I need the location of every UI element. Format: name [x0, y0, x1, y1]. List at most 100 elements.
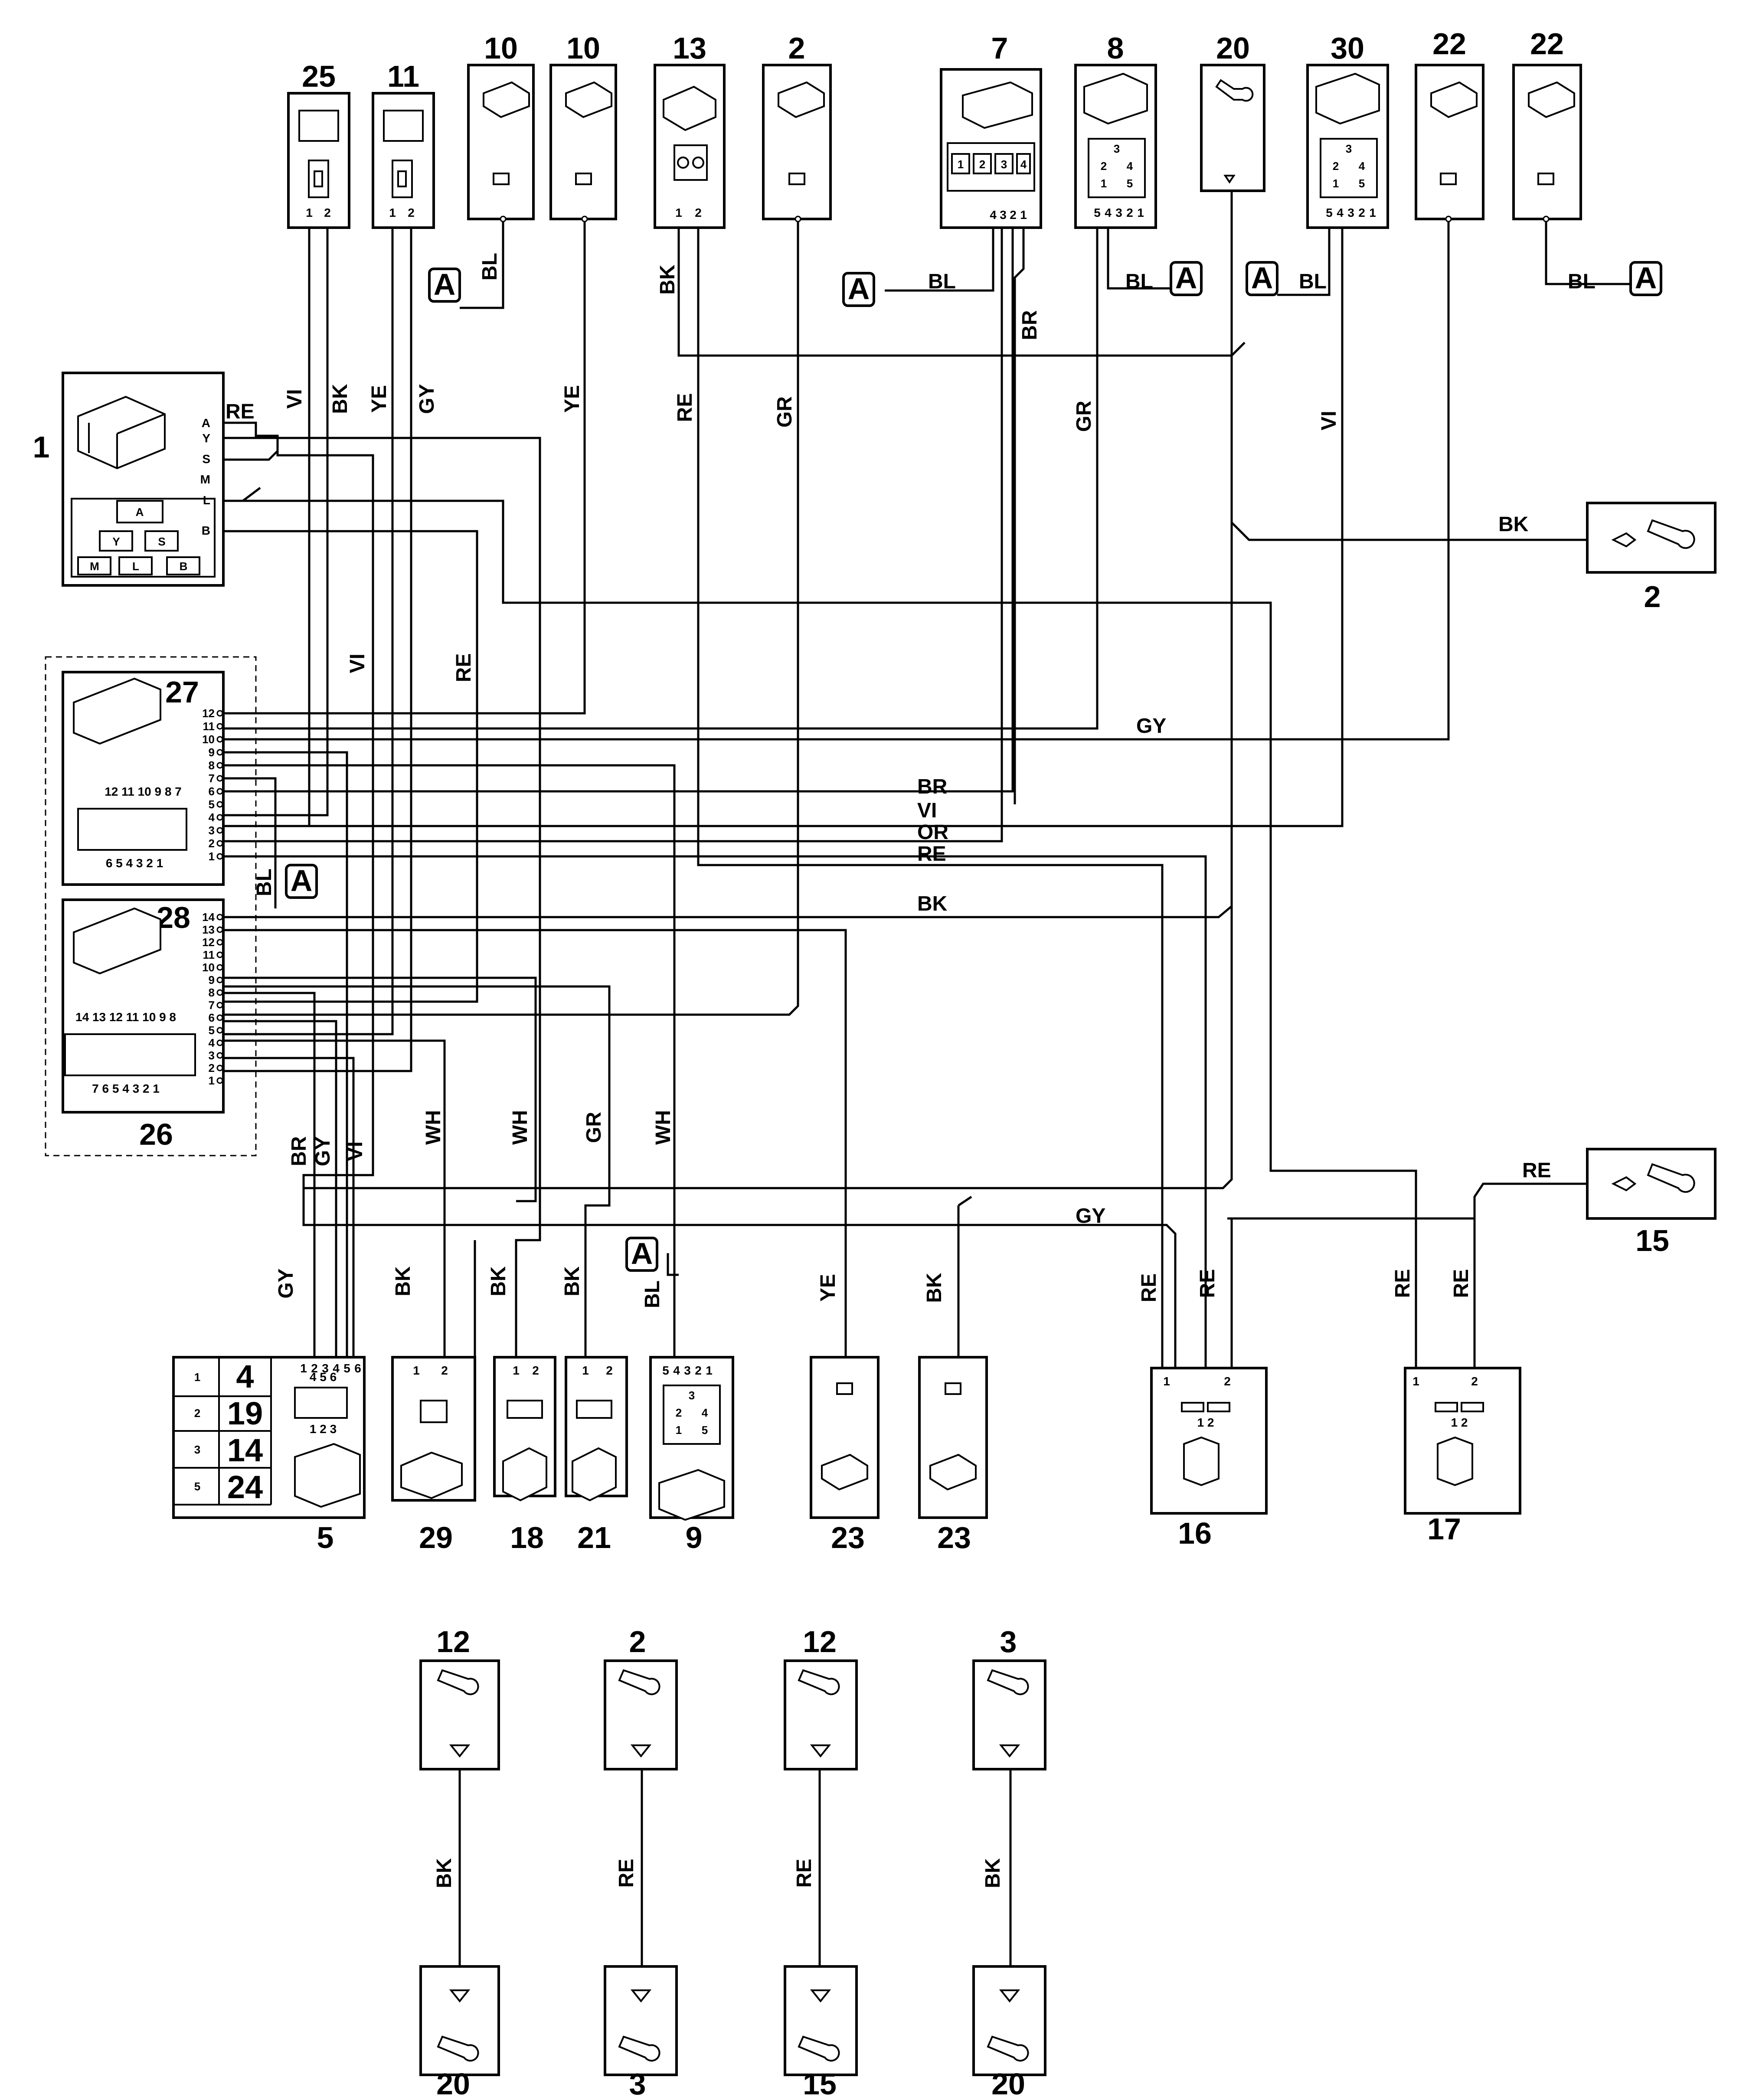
wire-label: GR: [1072, 401, 1095, 432]
pin-label: 8: [209, 759, 215, 772]
ground-bottom-box: [784, 1965, 858, 2076]
pin-label: 7: [209, 999, 215, 1012]
wire-28-4: [223, 1039, 446, 1357]
marker-a: [285, 864, 318, 899]
wire-label: RE: [615, 1859, 638, 1888]
wire-27-1: [223, 855, 1207, 1368]
pin-label: 8: [209, 986, 215, 999]
wire-1-l: [223, 487, 261, 502]
ground-symbol-icon: [449, 1989, 471, 2003]
wire-23b-bend: [958, 1195, 972, 1207]
ground-symbol-icon: [999, 1744, 1020, 1758]
terminal-2-number: 2: [1644, 580, 1661, 614]
connector-27-face: [77, 808, 187, 851]
pin-label: 2: [695, 1364, 702, 1377]
pin-dot: [1445, 216, 1452, 222]
blade-connector-icon: [1430, 81, 1478, 185]
inner-pin-label: 2: [1333, 160, 1339, 173]
wire-label: GY: [415, 384, 438, 414]
wire-label: BK: [329, 384, 352, 414]
wire-8-bl: [1107, 219, 1171, 290]
component-9-number: 9: [686, 1521, 703, 1555]
wire-15-re: [1473, 1182, 1587, 1218]
wire-label: VI: [346, 653, 369, 673]
wire-label: BK: [433, 1858, 456, 1888]
pin-row-label: 6 5 4 3 2 1: [106, 856, 163, 870]
inner-pin-label: 4: [702, 1406, 708, 1419]
wire-22b-bl: [1545, 219, 1631, 285]
pin-label: 2: [606, 1364, 613, 1377]
inner-pin-label: 3: [689, 1389, 695, 1402]
pin-dot: [216, 827, 223, 834]
wire-28-7: [223, 992, 316, 1357]
component-17-number: 17: [1427, 1512, 1461, 1546]
wire-label: BL: [478, 253, 501, 281]
component-18-number: 18: [510, 1521, 544, 1555]
wire-label: GR: [773, 396, 796, 428]
pin-label: 5: [209, 798, 215, 811]
wire-label: BR: [288, 1136, 311, 1166]
pin-label: 3: [209, 1049, 215, 1062]
connector-face: [294, 1387, 348, 1419]
wire-11-1: [223, 228, 394, 1035]
wire-label: BK: [487, 1266, 510, 1297]
wire-label: GY: [1076, 1205, 1105, 1228]
marker-a: [1246, 261, 1278, 296]
pin-label: 2: [311, 1362, 318, 1375]
wire-7-1: [1014, 228, 1025, 804]
wire-label: RE: [1196, 1269, 1219, 1298]
inner-pin-label: 3: [1001, 158, 1007, 171]
component-23a-number: 23: [831, 1521, 865, 1555]
wire-label: BK: [656, 265, 679, 295]
pin-dot: [216, 762, 223, 769]
wire-25-2: [223, 228, 329, 816]
pin-label: 4: [333, 1362, 340, 1375]
pin-label: 1: [1020, 208, 1027, 222]
component-13-number: 13: [673, 31, 706, 65]
inner-pin-label: 3: [1346, 142, 1352, 155]
table-pin: 1: [194, 1371, 200, 1384]
multi-pin-connector-icon: [947, 81, 1035, 192]
pin-label: 1: [306, 206, 313, 219]
marker-a-label: A: [1251, 261, 1273, 295]
plug-icon: [502, 1447, 547, 1502]
component-16-number: 16: [1178, 1516, 1212, 1550]
ground-top-number: 12: [436, 1625, 470, 1659]
pin-dot: [216, 736, 223, 743]
plug-icon: [383, 110, 424, 198]
pin-dot: [216, 1014, 223, 1021]
wire-label: RE: [1391, 1269, 1414, 1298]
pin-dot: [216, 926, 223, 933]
wire-label: RE: [1450, 1269, 1473, 1298]
component-25-number: 25: [302, 59, 336, 93]
pin-label: 2: [1224, 1375, 1231, 1388]
pin-label: 6: [209, 785, 215, 798]
inner-pin-label: S: [158, 535, 165, 548]
pin-label: 7: [209, 772, 215, 785]
wire-30-bl: [1277, 228, 1331, 296]
wire-label: RE: [674, 393, 696, 422]
terminal-2-box: [1586, 502, 1717, 574]
wire-label: RE: [793, 1859, 816, 1888]
pin-dot: [216, 788, 223, 795]
pin-label: 6: [209, 1011, 215, 1024]
marker-a-label: A: [631, 1237, 653, 1270]
wire-1-a: [223, 421, 1177, 1372]
bottom-pin-labels: 1 2 3 4 5 6 1 2 1 2 1 2 5 4 3 2 1 1 2 1 …: [300, 1362, 1478, 1388]
wire-28-8: [223, 985, 611, 1370]
ring-terminal-icon: [437, 1669, 479, 1695]
wire-7-4: [885, 228, 994, 292]
inner-pin-label: 4: [1020, 158, 1027, 171]
wire-label: WH: [422, 1110, 445, 1145]
round-connector-icon: [663, 85, 716, 181]
wire-1-s: [223, 450, 278, 461]
wire-8-gr: [223, 219, 1099, 730]
pin-label: 2: [441, 1364, 448, 1377]
component-20-top-number: 20: [1216, 31, 1250, 65]
connector-1-number: 1: [33, 430, 50, 464]
wire-label: VI: [344, 1141, 367, 1161]
pin-dot: [216, 840, 223, 847]
pin-dot: [216, 710, 223, 717]
pin-label: 1: [1412, 1375, 1419, 1388]
